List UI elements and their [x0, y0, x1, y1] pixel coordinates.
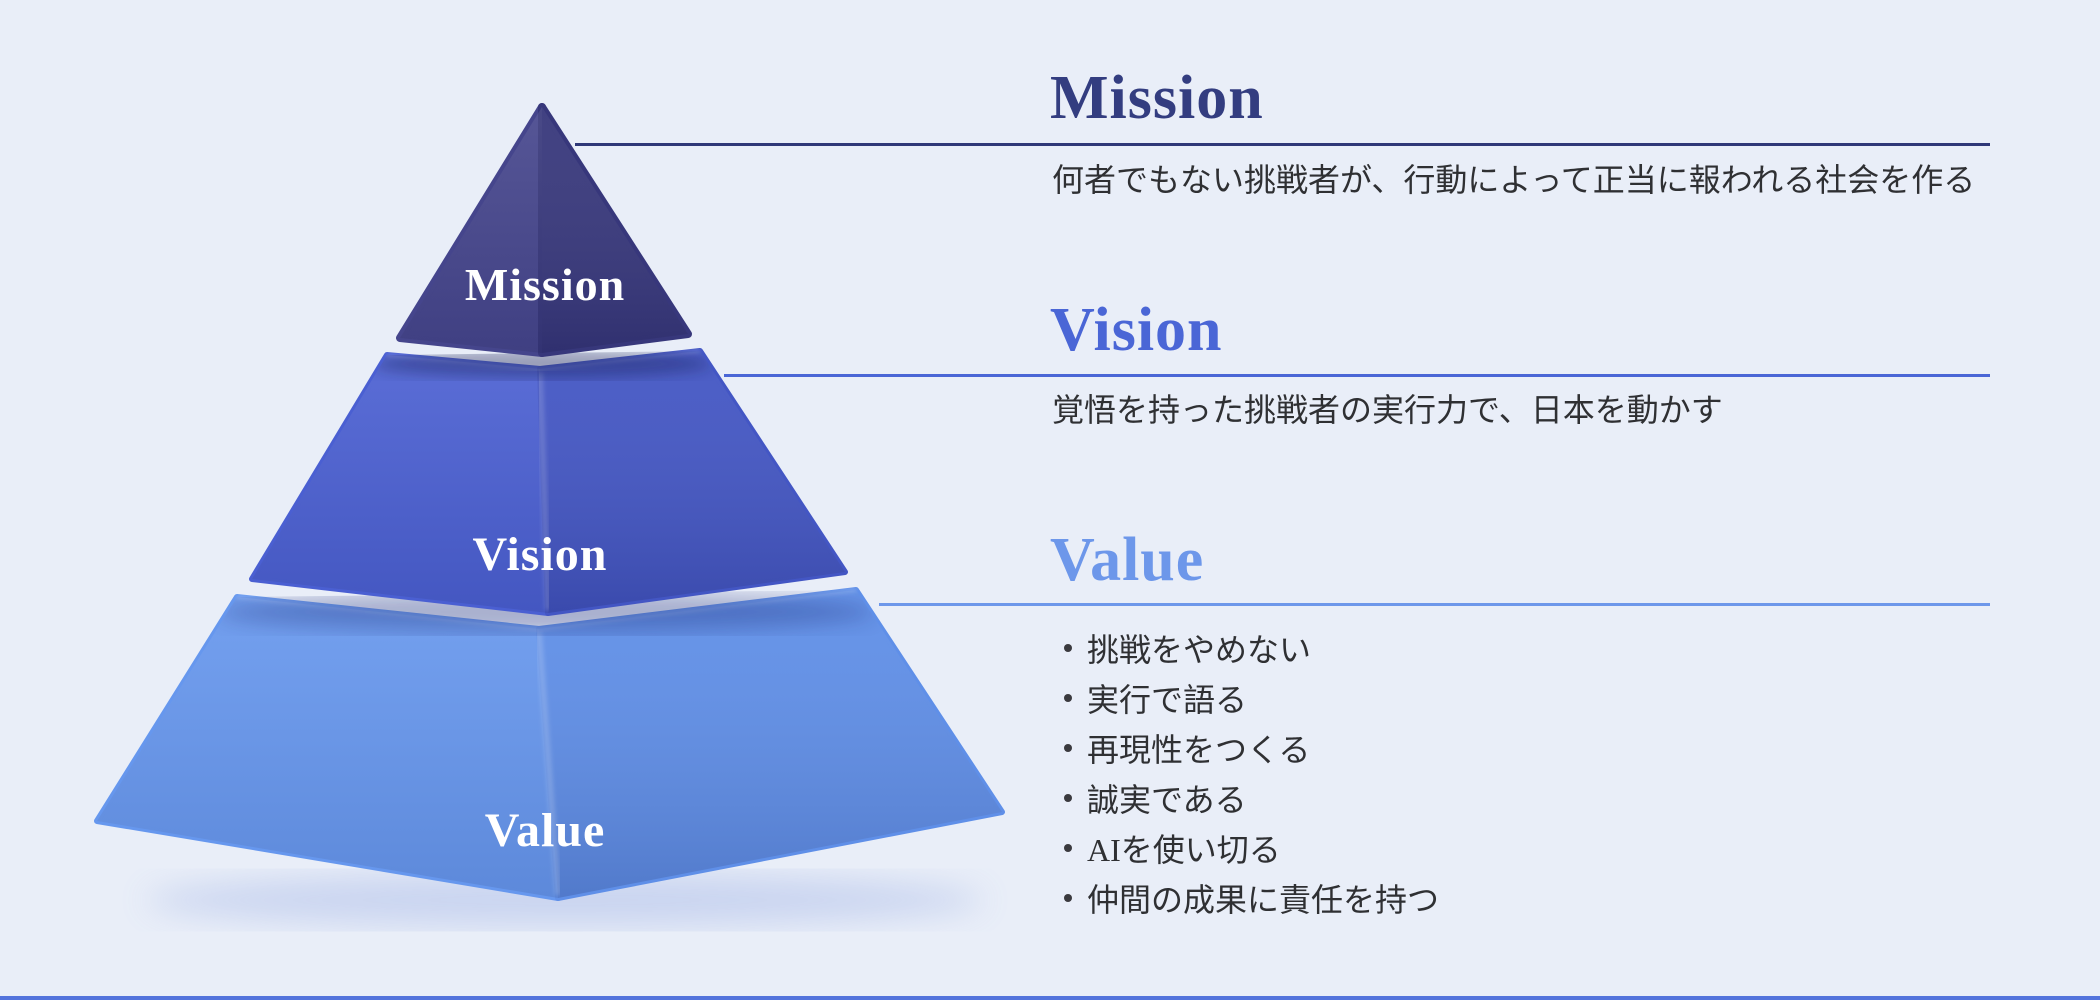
mission-underline — [575, 143, 1990, 146]
value-tier-label: Value — [485, 804, 606, 857]
value-bullet-item: 再現性をつくる — [1058, 723, 1439, 773]
value-bullet-text: 仲間の成果に責任を持つ — [1087, 882, 1440, 918]
value-bullet-item: 挑戦をやめない — [1058, 623, 1439, 673]
bullet-dot-icon — [1064, 644, 1072, 652]
mission-heading: Mission — [1050, 64, 1264, 132]
bullet-dot-icon — [1064, 794, 1072, 802]
value-bullet-text: AIを使い切る — [1087, 832, 1281, 868]
bottom-accent-bar — [0, 996, 2100, 1000]
value-bullet-list: 挑戦をやめない 実行で語る 再現性をつくる 誠実である AIを使い切る 仲間の成… — [1058, 623, 1439, 923]
pyramid-ground-shadow — [145, 874, 985, 926]
vision-underline — [724, 374, 1990, 377]
value-bullet-text: 誠実である — [1087, 782, 1247, 818]
vision-tier-label: Vision — [473, 528, 608, 581]
bullet-dot-icon — [1064, 894, 1072, 902]
value-underline — [879, 603, 1990, 606]
value-bullet-text: 再現性をつくる — [1087, 732, 1311, 768]
value-bullet-item: AIを使い切る — [1058, 823, 1439, 873]
mission-statement: 何者でもない挑戦者が、行動によって正当に報われる社会を作る — [1052, 162, 1976, 198]
value-bullet-item: 実行で語る — [1058, 673, 1439, 723]
bullet-dot-icon — [1064, 844, 1072, 852]
bullet-dot-icon — [1064, 744, 1072, 752]
value-bullet-text: 実行で語る — [1087, 682, 1248, 718]
vision-heading: Vision — [1050, 296, 1223, 364]
mission-tier-label: Mission — [465, 259, 625, 310]
value-heading: Value — [1050, 526, 1205, 594]
pyramid-tier-value: Value — [94, 587, 1005, 901]
value-bullet-item: 仲間の成果に責任を持つ — [1058, 873, 1439, 923]
vision-statement: 覚悟を持った挑戦者の実行力で、日本を動かす — [1052, 392, 1723, 428]
pyramid-tier-mission: Mission — [396, 103, 692, 357]
value-bullet-item: 誠実である — [1058, 773, 1439, 823]
pyramid-tier-vision: Vision — [249, 348, 848, 616]
bullet-dot-icon — [1064, 694, 1072, 702]
value-bullet-text: 挑戦をやめない — [1087, 632, 1312, 668]
